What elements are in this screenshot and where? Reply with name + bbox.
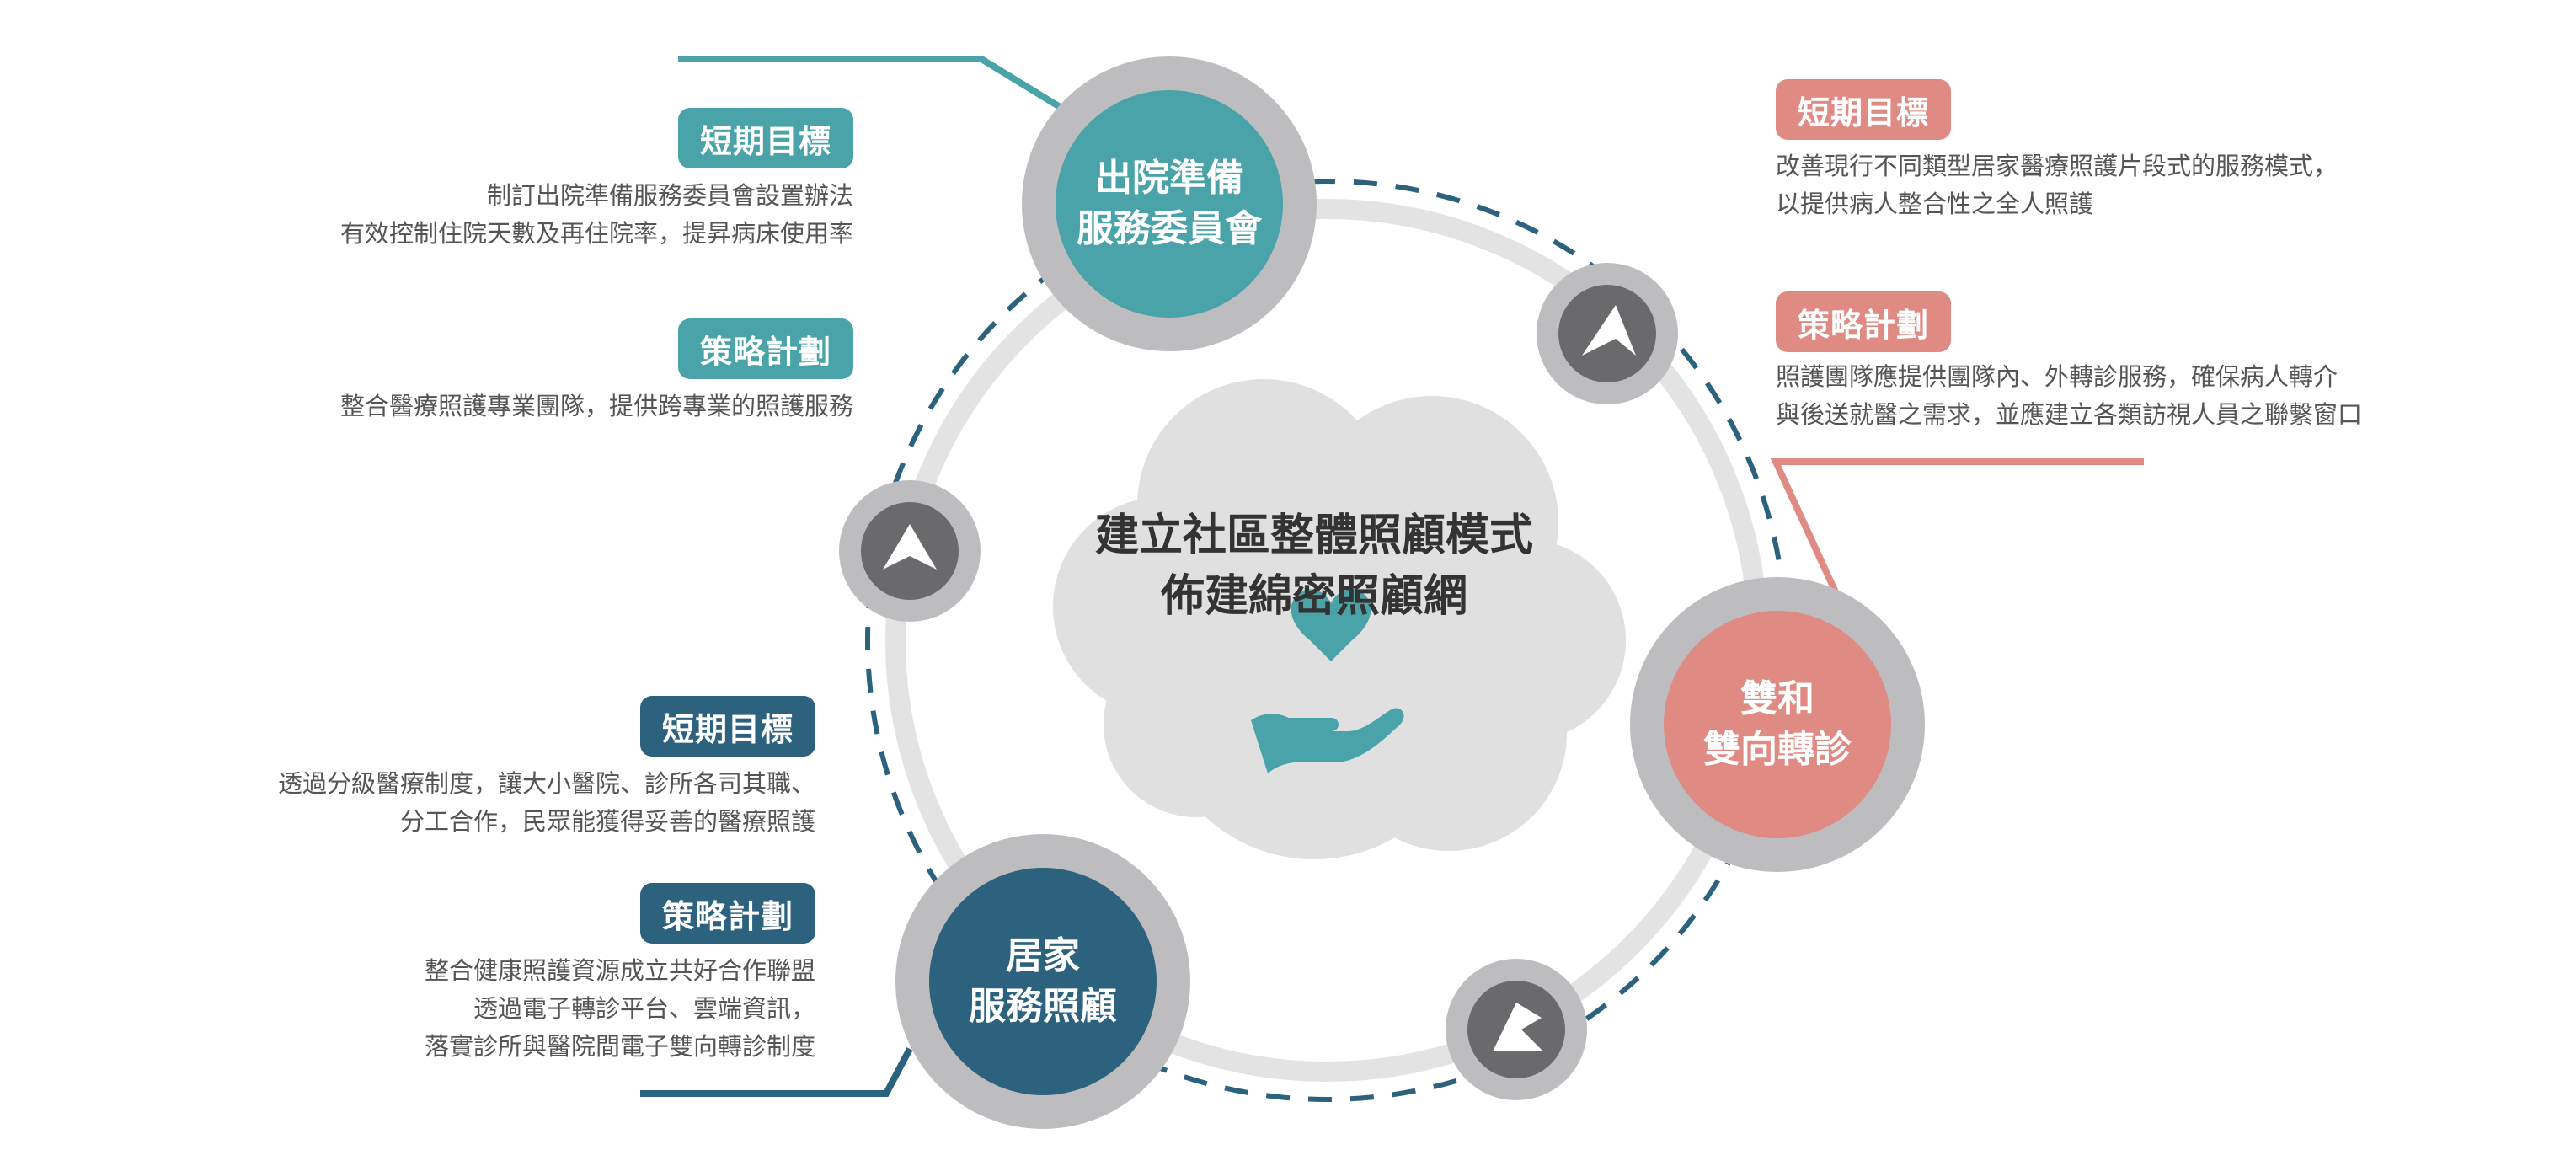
triangle-arrow-icon <box>1493 1003 1543 1051</box>
node-discharge <box>1022 56 1317 351</box>
homecare-strategy-tag: 策略計劃 <box>640 883 815 944</box>
node-homecare-label: 居家 服務照顧 <box>929 931 1157 1032</box>
text-line: 透過分級醫療制度，讓大小醫院、診所各司其職、 <box>277 769 815 798</box>
node-discharge-label: 出院準備 服務委員會 <box>1056 153 1283 254</box>
node-homecare-line1: 居家 <box>1006 934 1080 977</box>
node-referral <box>1630 577 1925 872</box>
text-line: 以提供病人整合性之全人照護 <box>1776 190 2094 218</box>
node-discharge-line2: 服務委員會 <box>1077 207 1262 250</box>
text-line: 分工合作，民眾能獲得妥善的醫療照護 <box>399 807 815 836</box>
node-referral-line2: 雙向轉診 <box>1703 728 1852 771</box>
homecare-leader-line <box>640 1047 913 1097</box>
connector-node-bottom <box>1446 959 1587 1100</box>
connector-node-top-right <box>1537 263 1678 404</box>
discharge-leader-line <box>678 56 1064 111</box>
discharge-short-term-tag: 短期目標 <box>678 108 853 168</box>
text-line: 有效控制住院天數及再住院率，提昇病床使用率 <box>339 219 853 248</box>
node-referral-label: 雙和 雙向轉診 <box>1664 674 1891 775</box>
center-title-line2: 佈建綿密照顧網 <box>1160 571 1467 622</box>
discharge-short-term-text: 制訂出院準備服務委員會設置辦法 有效控制住院天數及再住院率，提昇病床使用率 <box>253 177 853 253</box>
triangle-arrow-icon <box>883 524 937 570</box>
referral-short-term-tag: 短期目標 <box>1776 79 1951 140</box>
discharge-strategy-tag: 策略計劃 <box>678 318 853 379</box>
center-title-line1: 建立社區整體照顧模式 <box>1094 511 1533 561</box>
discharge-strategy-text: 整合醫療照護專業團隊，提供跨專業的照護服務 <box>253 388 853 425</box>
referral-strategy-text: 照護團隊應提供團隊內、外轉診服務，確保病人轉介 與後送就醫之需求，並應建立各類訪… <box>1776 358 2534 434</box>
text-line: 整合醫療照護專業團隊，提供跨專業的照護服務 <box>339 392 853 420</box>
triangle-arrow-icon <box>1582 305 1636 356</box>
node-homecare <box>895 834 1190 1129</box>
homecare-short-term-text: 透過分級醫療制度，讓大小醫院、診所各司其職、 分工合作，民眾能獲得妥善的醫療照護 <box>219 765 815 841</box>
text-line: 制訂出院準備服務委員會設置辦法 <box>486 181 853 210</box>
connector-node-left <box>839 480 981 622</box>
text-line: 照護團隊應提供團隊內、外轉診服務，確保病人轉介 <box>1776 362 2338 391</box>
text-line: 落實診所與醫院間電子雙向轉診制度 <box>424 1032 815 1061</box>
node-referral-line1: 雙和 <box>1740 677 1814 720</box>
referral-strategy-tag: 策略計劃 <box>1776 292 1951 352</box>
referral-leader-line <box>1770 458 2144 596</box>
referral-short-term-text: 改善現行不同類型居家醫療照護片段式的服務模式， 以提供病人整合性之全人照護 <box>1776 147 2466 223</box>
center-cloud <box>1053 379 1626 859</box>
text-line: 與後送就醫之需求，並應建立各類訪視人員之聯繫窗口 <box>1776 400 2363 429</box>
heart-hand-icon <box>1251 589 1404 773</box>
text-line: 改善現行不同類型居家醫療照護片段式的服務模式， <box>1776 152 2338 180</box>
text-line: 整合健康照護資源成立共好合作聯盟 <box>424 956 815 985</box>
node-homecare-line2: 服務照顧 <box>969 985 1117 1028</box>
node-discharge-line1: 出院準備 <box>1095 157 1243 200</box>
homecare-short-term-tag: 短期目標 <box>640 696 815 757</box>
homecare-strategy-text: 整合健康照護資源成立共好合作聯盟 透過電子轉診平台、雲端資訊， 落實診所與醫院間… <box>219 952 815 1066</box>
center-title: 建立社區整體照顧模式 佈建綿密照顧網 <box>994 505 1634 627</box>
text-line: 透過電子轉診平台、雲端資訊， <box>473 994 815 1023</box>
